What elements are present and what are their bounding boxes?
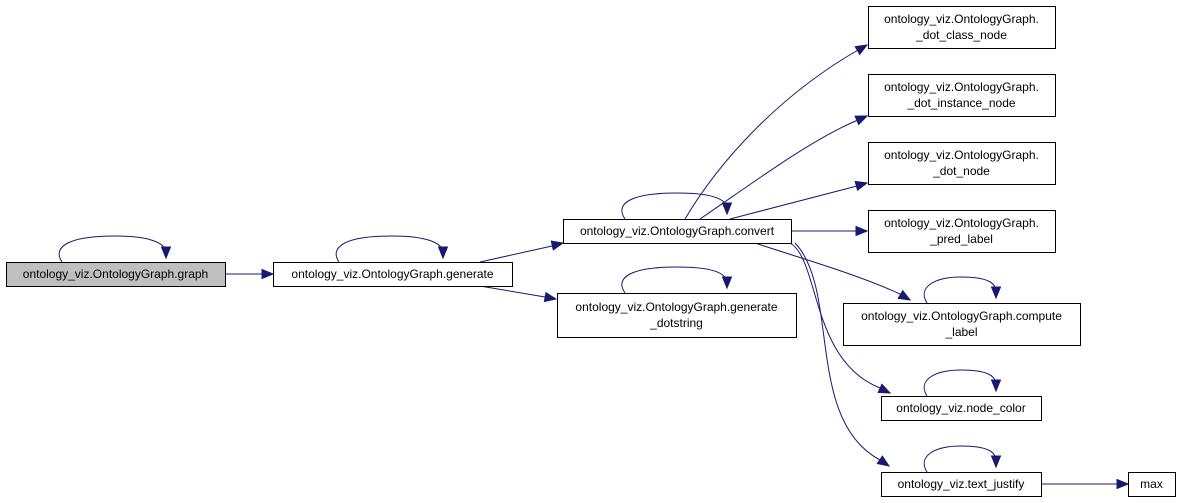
arrowhead (854, 180, 869, 192)
edges-layer (58, 44, 1130, 490)
node-label: max (1140, 477, 1163, 491)
self-call-edge-generate (335, 235, 449, 263)
arrowhead (990, 455, 1002, 469)
node-label: ontology_viz.OntologyGraph. (884, 148, 1039, 162)
node-convert[interactable]: ontology_viz.OntologyGraph.convert (563, 219, 792, 244)
call-edge-convert-to-text-justify (794, 242, 891, 467)
nodes-layer: ontology_viz.OntologyGraph.graph ontology… (6, 6, 1176, 497)
self-call-edge-compute-label (923, 276, 1002, 304)
arrowhead (990, 286, 1002, 300)
node-label: _dot_node (932, 164, 990, 178)
node-label: _label (944, 325, 977, 339)
node-label: _dot_class_node (915, 28, 1007, 42)
arrowhead (437, 246, 449, 260)
node-generate-dotstring[interactable]: ontology_viz.OntologyGraph.generate _dots… (557, 293, 797, 338)
arrowhead (261, 268, 275, 280)
node-label: ontology_viz.OntologyGraph. (884, 12, 1039, 26)
node-label: _dotstring (649, 316, 703, 330)
self-call-edge-graph (58, 235, 172, 263)
node-label: _dot_instance_node (906, 96, 1015, 110)
call-edge-text-justify-to-max (1041, 478, 1130, 490)
call-edge-convert-to-dot-instance-node (699, 115, 869, 220)
node-dot-class-node[interactable]: ontology_viz.OntologyGraph. _dot_class_no… (868, 6, 1056, 49)
node-label: ontology_viz.OntologyGraph.convert (580, 224, 775, 238)
self-call-edge-convert (621, 192, 733, 220)
node-label: ontology_viz.OntologyGraph. (884, 80, 1039, 94)
self-call-edge-node-color (923, 369, 1002, 397)
arrowhead (160, 246, 172, 260)
arrowhead (721, 276, 733, 290)
node-label: ontology_viz.OntologyGraph. (884, 216, 1039, 230)
node-node-color[interactable]: ontology_viz.node_color (881, 396, 1042, 421)
node-generate[interactable]: ontology_viz.OntologyGraph.generate (273, 262, 513, 287)
arrowhead (550, 240, 565, 251)
node-text-justify[interactable]: ontology_viz.text_justify (881, 472, 1042, 497)
node-compute-label[interactable]: ontology_viz.OntologyGraph.compute _label (843, 303, 1081, 346)
node-dot-node[interactable]: ontology_viz.OntologyGraph. _dot_node (868, 142, 1056, 185)
node-label: ontology_viz.OntologyGraph.compute (861, 309, 1062, 323)
arrowhead (876, 455, 891, 467)
node-label: ontology_viz.OntologyGraph.graph (23, 267, 208, 281)
node-label: ontology_viz.text_justify (898, 477, 1025, 491)
call-edge-convert-to-pred-label (791, 225, 869, 237)
arrowhead (990, 379, 1002, 393)
call-edge-convert-to-dot-node (729, 180, 869, 220)
node-dot-instance-node[interactable]: ontology_viz.OntologyGraph. _dot_instance… (868, 74, 1056, 117)
arrowhead (877, 383, 892, 394)
node-pred-label[interactable]: ontology_viz.OntologyGraph. _pred_label (868, 210, 1056, 253)
call-edge-convert-to-compute-label (754, 242, 912, 301)
call-edge-convert-to-dot-class-node (684, 44, 869, 220)
node-graph[interactable]: ontology_viz.OntologyGraph.graph (6, 262, 226, 287)
self-call-edge-text-justify (923, 445, 1002, 473)
call-edge-generate-to-convert (479, 240, 565, 263)
arrowhead (854, 115, 869, 126)
arrowhead (1116, 478, 1130, 490)
node-label: ontology_viz.OntologyGraph.generate (291, 267, 493, 281)
self-call-edge-generate-dotstring (621, 266, 733, 294)
arrowhead (855, 225, 869, 237)
node-label: _pred_label (929, 232, 993, 246)
arrowhead (897, 289, 912, 301)
node-label: ontology_viz.OntologyGraph.generate (575, 300, 777, 314)
arrowhead (854, 44, 869, 56)
node-max[interactable]: max (1128, 472, 1176, 497)
call-edge-graph-to-generate (225, 268, 275, 280)
call-edge-generate-to-generate-dotstring (479, 285, 558, 303)
arrowhead (721, 202, 733, 216)
arrowhead (543, 291, 558, 303)
node-label: ontology_viz.node_color (896, 401, 1025, 415)
